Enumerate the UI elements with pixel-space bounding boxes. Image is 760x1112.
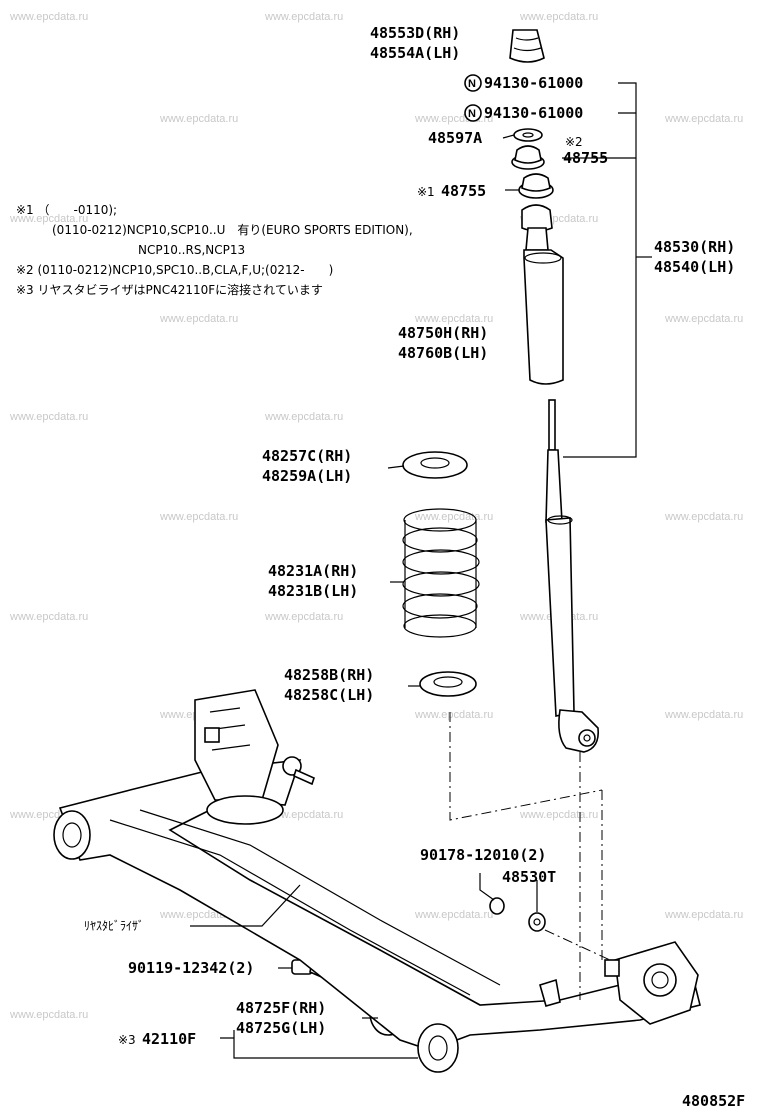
- note-1-cont-2: NCP10..RS,NCP13: [138, 243, 245, 257]
- watermark: www.epcdata.ru: [9, 611, 88, 623]
- label-washer: 48597A: [428, 129, 482, 147]
- label-mount-lower-mark: ※1: [417, 185, 435, 199]
- label-nut-2: 94130-61000: [484, 104, 583, 122]
- label-absorber-rh: 48530(RH): [654, 238, 735, 256]
- watermark: www.epcdata.ru: [664, 113, 743, 125]
- label-spring-lh: 48231B(LH): [268, 582, 358, 600]
- watermark: www.epcdata.ru: [9, 11, 88, 23]
- bolt-icon: [489, 897, 505, 915]
- watermark-layer: www.epcdata.ru www.epcdata.ru www.epcdat…: [9, 11, 743, 1021]
- label-upper-seat-lh: 48259A(LH): [262, 467, 352, 485]
- label-axle-beam: 42110F: [142, 1030, 196, 1048]
- note-2: ※2 (0110-0212)NCP10,SPC10..B,CLA,F,U;(02…: [16, 263, 333, 277]
- alignment-lines: [449, 712, 611, 1000]
- label-bushing-lh: 48725G(LH): [236, 1019, 326, 1037]
- label-mount-lower: 48755: [441, 182, 486, 200]
- watermark: www.epcdata.ru: [519, 809, 598, 821]
- watermark: www.epcdata.ru: [264, 411, 343, 423]
- watermark: www.epcdata.ru: [264, 11, 343, 23]
- label-mount-note: ※2: [565, 135, 583, 149]
- label-bolt-1: 90178-12010(2): [420, 846, 546, 864]
- nut-marker: N: [468, 108, 476, 120]
- axle-beam-icon: [53, 689, 701, 1073]
- label-boot-lh: 48760B(LH): [398, 344, 488, 362]
- label-upper-seat-rh: 48257C(RH): [262, 447, 352, 465]
- watermark: www.epcdata.ru: [9, 1009, 88, 1021]
- watermark: www.epcdata.ru: [159, 113, 238, 125]
- watermark: www.epcdata.ru: [414, 709, 493, 721]
- label-spring-rh: 48231A(RH): [268, 562, 358, 580]
- label-lower-seat-lh: 48258C(LH): [284, 686, 374, 704]
- label-bump-stop-lh: 48554A(LH): [370, 44, 460, 62]
- label-lower-seat-rh: 48258B(RH): [284, 666, 374, 684]
- watermark: www.epcdata.ru: [264, 809, 343, 821]
- label-boot-rh: 48750H(RH): [398, 324, 488, 342]
- watermark: www.epcdata.ru: [414, 313, 493, 325]
- nut-marker: N: [468, 78, 476, 90]
- diagram-id: 480852F: [682, 1092, 745, 1110]
- piston-rod-icon: [545, 399, 563, 523]
- watermark: www.epcdata.ru: [664, 909, 743, 921]
- note-1-cont: (0110-0212)NCP10,SCP10..U 有り(EURO SPORTS…: [52, 223, 413, 237]
- part-labels: 48553D(RH) 48554A(LH) 94130-61000 94130-…: [84, 24, 745, 1110]
- watermark: www.epcdata.ru: [159, 511, 238, 523]
- watermark: www.epcdata.ru: [264, 611, 343, 623]
- bushing-small-icon: [528, 912, 546, 932]
- upper-seat-icon: [402, 451, 468, 479]
- watermark: www.epcdata.ru: [664, 709, 743, 721]
- watermark: www.epcdata.ru: [664, 511, 743, 523]
- coil-spring-icon: [402, 508, 480, 638]
- label-absorber-lh: 48540(LH): [654, 258, 735, 276]
- mount-lower-icon: [518, 173, 554, 199]
- watermark: www.epcdata.ru: [664, 313, 743, 325]
- shock-body-icon: [545, 515, 600, 753]
- label-mount-upper: 48755: [563, 149, 608, 167]
- notes-block: ※1 （ -0110); (0110-0212)NCP10,SCP10..U 有…: [16, 203, 413, 297]
- watermark: www.epcdata.ru: [9, 411, 88, 423]
- watermark: www.epcdata.ru: [519, 11, 598, 23]
- watermark: www.epcdata.ru: [9, 213, 88, 225]
- watermark: www.epcdata.ru: [414, 909, 493, 921]
- label-bump-stop-rh: 48553D(RH): [370, 24, 460, 42]
- label-axle-mark: ※3: [118, 1033, 136, 1047]
- label-bushing-small: 48530T: [502, 868, 556, 886]
- label-stabilizer: ﾘﾔｽﾀﾋﾞﾗｲｻﾞ: [84, 919, 144, 933]
- lower-seat-icon: [419, 671, 477, 697]
- label-nut-1: 94130-61000: [484, 74, 583, 92]
- washer-icon: [513, 128, 543, 142]
- boot-icon: [521, 204, 564, 385]
- mount-upper-icon: [511, 145, 545, 170]
- watermark: www.epcdata.ru: [414, 511, 493, 523]
- label-bolt-2: 90119-12342(2): [128, 959, 254, 977]
- note-1: ※1 （ -0110);: [16, 203, 117, 217]
- watermark: www.epcdata.ru: [159, 313, 238, 325]
- note-3: ※3 リヤスタビライザはPNC42110Fに溶接されています: [16, 282, 323, 297]
- label-bushing-rh: 48725F(RH): [236, 999, 326, 1017]
- bump-stop-cap-icon: [509, 29, 545, 63]
- leader-lines: [190, 82, 652, 1059]
- nut-icon: N N: [464, 74, 482, 122]
